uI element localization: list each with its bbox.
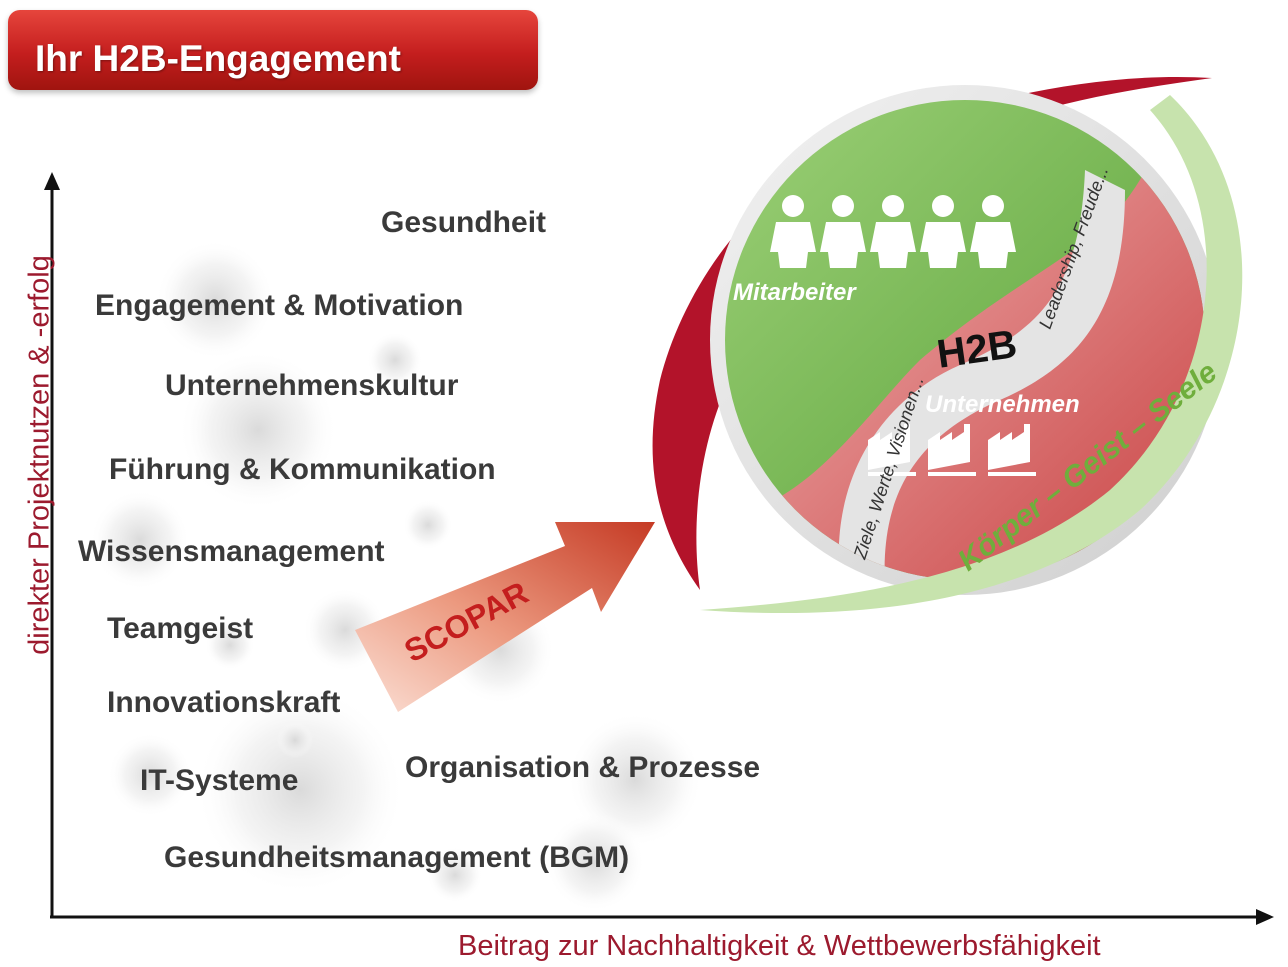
y-axis-arrowhead [44,172,60,190]
topic-gesundheitsmanagement: Gesundheitsmanagement (BGM) [164,841,630,874]
topic-it-systeme: IT-Systeme [140,764,299,797]
bubble [205,620,255,670]
s-ribbon [838,170,1125,580]
topic-fuehrung-kommunikation: Führung & Kommunikation [109,453,496,486]
bubble [178,350,338,510]
arrow-shape [355,522,655,712]
factory-icon [988,424,1036,476]
people-icons [770,195,1016,268]
topic-wissensmanagement: Wissensmanagement [78,535,385,568]
bubble [403,500,453,550]
bubble [155,240,275,360]
topic-gesundheit: Gesundheit [381,206,547,239]
factory-icon [928,424,976,476]
factory-icon [868,424,916,476]
topic-innovationskraft: Innovationskraft [107,686,341,719]
page-title: Ihr H2B-Engagement [35,38,401,79]
bubble [545,812,645,912]
person-icon [970,195,1016,268]
green-band [700,95,1243,614]
unternehmen-label: Unternehmen [925,391,1080,418]
title-banner: Ihr H2B-Engagement [8,10,538,90]
bubble [277,722,313,758]
person-icon [820,195,866,268]
bubble [367,332,423,388]
bubble [90,490,190,590]
x-axis-label: Beitrag zur Nachhaltigkeit & Wettbewerbs… [458,930,1101,962]
topic-teamgeist: Teamgeist [107,612,254,645]
person-icon [920,195,966,268]
person-icon [770,195,816,268]
topic-unternehmenskultur: Unternehmenskultur [165,369,459,402]
bubble [195,685,405,895]
factory-icons [868,424,1036,476]
bubble [303,588,387,672]
x-axis-arrowhead [1256,909,1274,925]
topic-engagement-motivation: Engagement & Motivation [95,289,464,322]
bubble [427,847,483,903]
person-icon [870,195,916,268]
topic-organisation-prozesse: Organisation & Prozesse [405,751,761,784]
mitarbeiter-label: Mitarbeiter [733,279,857,306]
bubble [108,733,192,817]
